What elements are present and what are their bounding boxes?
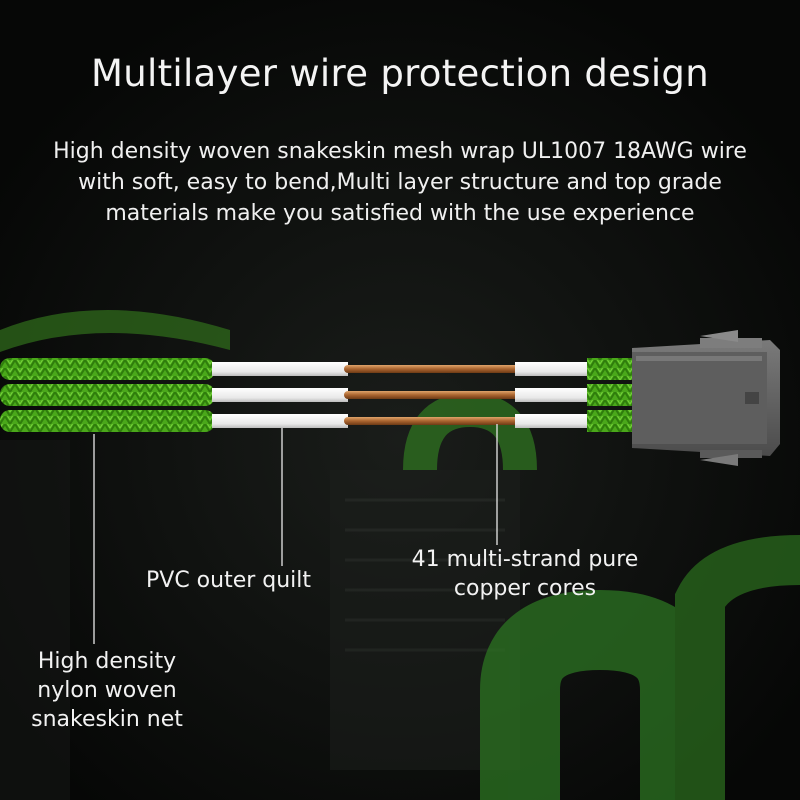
product-description: High density woven snakeskin mesh wrap U… [53,139,747,226]
background-cables [0,310,800,800]
wire-insulation-right [515,362,592,428]
callout-nylon-line1: High density [37,649,177,674]
callout-copper-line2: copper cores [453,576,597,601]
callout-nylon-line3: snakeskin net [31,707,183,732]
page-title: Multilayer wire protection design [91,52,709,95]
background-hardware [0,440,520,800]
callout-pvc-outer-quilt: PVC outer quilt [146,566,311,595]
connector-plug [632,330,780,466]
wire-insulation-left [212,362,348,428]
callout-nylon-net: High density nylon woven snakeskin net [22,647,192,734]
callout-lines [93,424,498,644]
callout-pvc-text: PVC outer quilt [146,568,312,593]
wire-sleeve-left [0,358,215,432]
wire-sleeve-right [587,358,632,432]
callout-nylon-line2: nylon woven [37,678,177,703]
callout-copper-line1: 41 multi-strand pure [411,547,639,572]
copper-cores [344,365,519,425]
callout-copper-cores: 41 multi-strand pure copper cores [400,545,650,603]
